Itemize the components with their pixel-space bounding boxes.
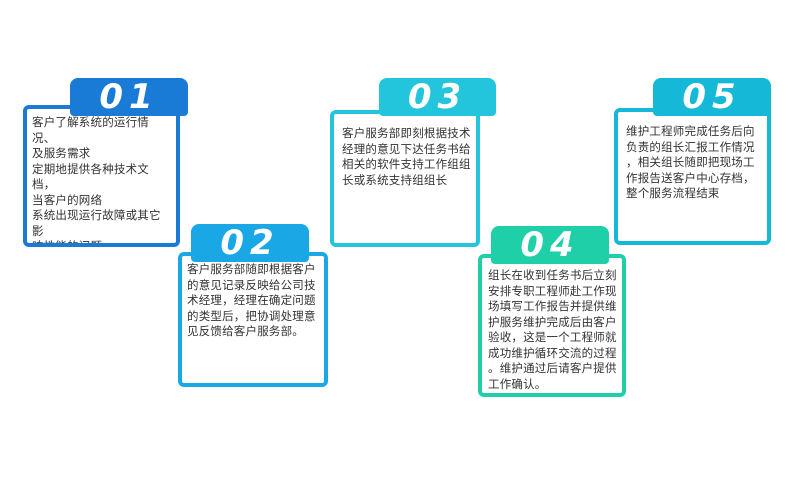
- step-5-text: 维护工程师完成任务后向 负责的组长汇报工作情况 ，相关组长随即把现场工 作报告送…: [626, 124, 755, 200]
- step-4-box: 组长在收到任务书后立刻 安排专职工程师赴工作现 场填写工作报告并提供维 护服务维…: [478, 254, 626, 397]
- step-3-text: 客户服务部即刻根据技术 经理的意见下达任务书给 相关的软件支持工作组组 长或系统…: [342, 126, 471, 187]
- step-2-box: 客户服务部随即根据客户 的意见记录反映给公司技 术经理，经理在确定问题 的类型后…: [178, 252, 328, 387]
- step-1-text: 客户了解系统的运行情况、 及服务需求 定期地提供各种技术文档， 当客户的网络 系…: [32, 115, 161, 247]
- step-3-box: 客户服务部即刻根据技术 经理的意见下达任务书给 相关的软件支持工作组组 长或系统…: [330, 110, 480, 247]
- step-1-box: 客户了解系统的运行情况、 及服务需求 定期地提供各种技术文档， 当客户的网络 系…: [23, 105, 180, 247]
- step-5-box: 维护工程师完成任务后向 负责的组长汇报工作情况 ，相关组长随即把现场工 作报告送…: [614, 108, 771, 245]
- step-4-text: 组长在收到任务书后立刻 安排专职工程师赴工作现 场填写工作报告并提供维 护服务维…: [488, 268, 617, 391]
- step-3-number-tab: 03: [379, 78, 496, 116]
- step-4-number: 04: [520, 225, 580, 265]
- step-4-number-tab: 04: [491, 226, 609, 264]
- step-1-number: 01: [99, 77, 159, 117]
- step-5-number-tab: 05: [653, 78, 771, 116]
- step-2-number: 02: [220, 223, 280, 263]
- step-1-number-tab: 01: [70, 78, 188, 116]
- step-2-number-tab: 02: [191, 224, 309, 262]
- step-3-number: 03: [407, 77, 468, 117]
- step-2-text: 客户服务部随即根据客户 的意见记录反映给公司技 术经理，经理在确定问题 的类型后…: [187, 262, 316, 338]
- step-5-number: 05: [682, 77, 742, 117]
